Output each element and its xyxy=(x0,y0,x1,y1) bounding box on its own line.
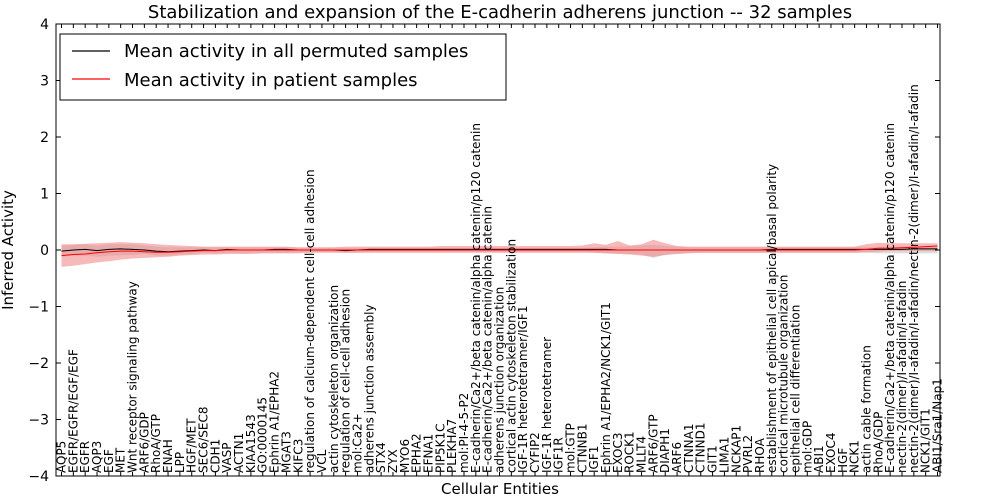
x-category-label: epithelial cell differentiation xyxy=(788,305,802,473)
y-tick-label: −3 xyxy=(28,413,49,429)
y-tick-label: −2 xyxy=(28,356,49,372)
x-category-label: PLEKHA7 xyxy=(445,419,459,473)
x-category-label: CDH1 xyxy=(208,439,222,473)
x-category-label: IGF-1R heterotetramer/IGF1 xyxy=(516,306,530,473)
x-category-label: MGAT3 xyxy=(279,431,293,473)
x-category-label: nectin-2(dimer)/I-afadin/I-afadin xyxy=(895,281,909,473)
x-category-label: MYO6 xyxy=(398,439,412,473)
x-category-label: EXOC4 xyxy=(824,433,838,474)
x-category-label: cortical actin cytoskeleton stabilizatio… xyxy=(504,239,518,473)
x-category-label: STX4 xyxy=(374,442,388,473)
x-category-label: cortical microtubule organization xyxy=(777,275,791,473)
x-category-label: VCL xyxy=(315,449,329,473)
x-category-label: Ephrin A1/EPHA2 xyxy=(268,371,282,473)
x-category-label: RhoA/GDP xyxy=(871,412,885,473)
band-series-1 xyxy=(61,239,938,267)
x-category-label: VASP xyxy=(220,442,234,473)
x-category-label: MET xyxy=(114,447,128,473)
x-category-label: adherens junction organization xyxy=(493,287,507,473)
x-category-label: KIFC3 xyxy=(291,439,305,473)
x-category-label: PVRL2 xyxy=(741,435,755,473)
x-category-label: ROCK1 xyxy=(623,431,637,473)
x-category-label: actin cytoskeleton organization xyxy=(327,285,341,473)
x-axis-label: Cellular Entities xyxy=(441,480,559,498)
x-category-label: GO:0000145 xyxy=(256,397,270,473)
chart-title: Stabilization and expansion of the E-cad… xyxy=(148,2,852,23)
y-tick-label: −1 xyxy=(28,300,49,316)
x-category-label: ABI1 xyxy=(812,445,826,473)
x-category-label: ABI1/Sra1/Nap1 xyxy=(931,378,945,473)
x-category-label: ARF6/GTP xyxy=(646,414,660,473)
x-category-label: mol:Ca2+ xyxy=(350,413,364,473)
x-category-label: ACTN1 xyxy=(232,433,246,473)
x-category-label: EFNA1 xyxy=(422,434,436,473)
x-category-label: ARF6 xyxy=(670,442,684,473)
x-category-label: EXOC3 xyxy=(611,433,625,474)
x-category-label: SEC6/SEC8 xyxy=(197,407,211,473)
confidence-bands xyxy=(61,239,938,267)
x-category-label: IGF-1R heterotetramer xyxy=(540,337,554,473)
x-category-label: nectin-2(dimer)/I-afadin/I-afadin/nectin… xyxy=(907,84,921,473)
x-category-label: AQP5 xyxy=(55,441,69,473)
x-category-label: EPHA2 xyxy=(410,433,424,473)
x-category-label: IGF1R xyxy=(552,437,566,473)
plot-area-frame xyxy=(55,23,941,477)
x-category-label: PIP5K1C xyxy=(433,423,447,473)
x-category-label: mol:PI-4-5-P2 xyxy=(457,393,471,473)
x-category-label: DIAPH1 xyxy=(658,428,672,473)
y-tick-label: 1 xyxy=(40,187,49,203)
x-category-label: HGF/MET xyxy=(185,418,199,473)
x-category-label: CTNNA1 xyxy=(682,423,696,473)
x-category-label: adherens junction assembly xyxy=(362,304,376,473)
x-category-label: RHOA xyxy=(753,437,767,473)
x-category-label: CTNNB1 xyxy=(575,423,589,473)
x-category-label: ENAH xyxy=(161,439,175,473)
x-category-label: regulation of cell-cell adhesion xyxy=(339,289,353,473)
x-category-label: LIMA1 xyxy=(717,437,731,473)
x-category-label: GIT1 xyxy=(706,445,720,473)
x-category-label: MLLT4 xyxy=(635,436,649,473)
legend-label-permuted: Mean activity in all permuted samples xyxy=(124,41,468,62)
x-category-label: IGF1 xyxy=(587,446,601,473)
legend-label-patient: Mean activity in patient samples xyxy=(124,70,418,91)
x-category-label: EGFR xyxy=(78,441,92,473)
y-tick-label: 2 xyxy=(40,130,49,146)
x-category-label: LPP xyxy=(173,452,187,473)
x-category-label: HGF xyxy=(836,448,850,473)
x-category-label: E-cadherin/Ca2+/beta catenin/alpha caten… xyxy=(883,123,897,473)
x-category-label: ARF6/GDP xyxy=(137,412,151,473)
y-axis-label: Inferred Activity xyxy=(0,190,17,310)
x-category-label: Ephrin A1/EPHA2/NCK1/GIT1 xyxy=(599,302,613,473)
y-tick-label: 0 xyxy=(40,243,49,259)
x-category-label: actin cable formation xyxy=(860,345,874,473)
x-category-label: establishment of epithelial cell apical/… xyxy=(765,164,779,473)
x-category-label: E-cadherin/Ca2+/beta catenin/alpha caten… xyxy=(481,206,495,473)
legend-box xyxy=(59,33,507,101)
y-tick-label: 4 xyxy=(40,17,49,33)
x-category-label: CYFIP2 xyxy=(528,432,542,473)
series-lines xyxy=(61,245,938,257)
x-category-label: NCKAP1 xyxy=(729,425,743,473)
x-category-label: regulation of calcium-dependent cell-cel… xyxy=(303,169,317,473)
x-category-label: NCK1/GIT1 xyxy=(919,408,933,473)
x-category-label: KIAA1543 xyxy=(244,414,258,473)
x-category-label: NCK1 xyxy=(848,440,862,473)
x-category-label: EGFR/EGFR/EGF/EGF xyxy=(66,349,80,473)
x-category-label: E-cadherin/Ca2+/beta catenin/alpha caten… xyxy=(469,123,483,473)
line-series-1 xyxy=(61,245,938,257)
legend: Mean activity in all permuted samples Me… xyxy=(59,33,507,101)
x-category-label: mol:GTP xyxy=(564,423,578,473)
x-category-label: RhoA/GTP xyxy=(149,414,163,473)
x-ticks xyxy=(61,24,938,476)
y-tick-label: 3 xyxy=(40,74,49,90)
x-category-label: AQP3 xyxy=(90,441,104,473)
x-category-label: EGF xyxy=(102,449,116,473)
x-category-label: CTNND1 xyxy=(694,422,708,473)
x-category-label: Wnt receptor signaling pathway xyxy=(126,281,140,473)
x-category-label: mol:GDP xyxy=(800,421,814,473)
x-category-label: ZYX xyxy=(386,449,400,473)
y-tick-label: −4 xyxy=(28,469,49,485)
